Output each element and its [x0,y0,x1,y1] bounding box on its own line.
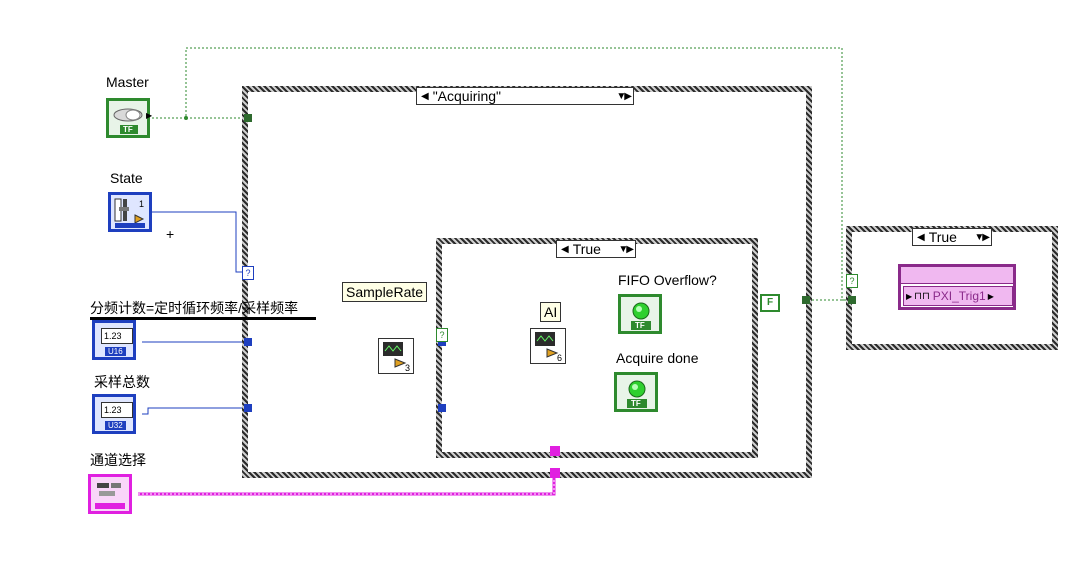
acquire-done-indicator[interactable]: TF [614,372,658,412]
samplerate-tag[interactable]: SampleRate [342,282,428,302]
numeric-display: 1.23 [101,402,133,418]
channel-select-control[interactable] [88,474,132,514]
state-label: State [110,170,143,186]
state-enum-control[interactable]: 1 [108,192,152,232]
tf-type-label: TF [123,125,133,134]
total-samples-numeric-control[interactable]: 1.23 U32 [92,394,136,434]
selector-dropdown-icon[interactable]: ▼▶ [618,243,634,255]
cursor-crosshair-icon: + [166,226,175,242]
unwired-terminal[interactable]: ? [436,328,448,342]
boolean-tunnel [802,296,810,304]
case-structure-inner[interactable] [436,238,758,458]
toggle-switch-icon [113,108,143,134]
enum-slider-icon [114,198,145,228]
led-icon [627,380,647,408]
trigger-name: PXI_Trig1 [932,289,986,303]
master-label: Master [106,74,149,90]
led-icon [631,302,651,330]
numeric-display: 1.23 [101,328,133,344]
tf-type-label: TF [635,321,645,330]
cluster-icon [95,483,125,509]
false-constant-label: F [766,297,774,308]
case-selector-label: True [928,229,957,245]
trigger-header [901,267,1013,284]
boolean-tunnel [244,114,252,122]
decrement-arrow-icon[interactable]: ◀ [421,90,429,102]
cluster-tunnel [550,446,560,456]
unwired-terminal-label: ? [849,276,855,286]
output-arrow-icon: ▶ [987,291,994,301]
false-constant[interactable]: F [760,294,780,312]
fpga-io-node-icon [383,342,407,368]
ai-subvi[interactable]: 6 [530,328,566,364]
divisor-label: 分频计数=定时循环频率/采样频率 [90,300,299,316]
selector-dropdown-icon[interactable]: ▼▶ [974,231,990,243]
total-samples-label: 采样总数 [94,374,150,390]
case-selector-inner[interactable]: ◀ True ▼▶ [556,240,636,258]
subvi-number: 3 [405,363,411,373]
case-selector-right[interactable]: ◀ True ▼▶ [912,228,992,246]
fifo-overflow-indicator[interactable]: TF [618,294,662,334]
unwired-terminal-label: ? [439,330,445,340]
selector-dropdown-icon[interactable]: ▼▶ [616,90,632,102]
numeric-tunnel [438,338,446,346]
cluster-tunnel [550,468,560,478]
samplerate-subvi[interactable]: 3 [378,338,414,374]
decrement-arrow-icon[interactable]: ◀ [917,231,925,243]
case-selector-label: "Acquiring" [432,88,502,104]
case-selector-label: True [572,241,601,257]
fpga-io-node-icon [535,332,559,358]
master-boolean-control[interactable]: TF ▶ [106,98,153,138]
trigger-body: ▶ ⊓⊓ PXI_Trig1 ▶ [903,286,1013,306]
numeric-tunnel [244,404,252,412]
master-wire [152,47,852,301]
output-arrow-icon: ▶ [146,111,153,120]
label-underline [90,317,316,320]
pulse-icon: ⊓⊓ [914,290,930,302]
boolean-tunnel [848,296,856,304]
case-selector-acquiring[interactable]: ◀ "Acquiring" ▼▶ [416,87,634,105]
input-arrow-icon: ▶ [906,291,913,301]
numeric-type-label: U16 [105,347,126,356]
decrement-arrow-icon[interactable]: ◀ [561,243,569,255]
numeric-tunnel [438,404,446,412]
numeric-type-label: U32 [105,421,126,430]
fifo-overflow-label: FIFO Overflow? [618,272,717,288]
divisor-numeric-control[interactable]: 1.23 U16 [92,320,136,360]
unwired-terminal-label: ? [245,268,251,278]
unwired-terminal[interactable]: ? [242,266,254,280]
pxi-trigger-node[interactable]: ▶ ⊓⊓ PXI_Trig1 ▶ [898,264,1016,310]
unwired-terminal[interactable]: ? [846,274,858,288]
numeric-tunnel [244,338,252,346]
subvi-number: 6 [557,353,563,363]
ai-tag[interactable]: AI [540,302,562,322]
channel-select-label: 通道选择 [90,452,146,468]
tf-type-label: TF [631,399,641,408]
state-value: 1 [139,199,145,209]
state-wire [152,211,242,273]
acquire-done-label: Acquire done [616,350,699,366]
